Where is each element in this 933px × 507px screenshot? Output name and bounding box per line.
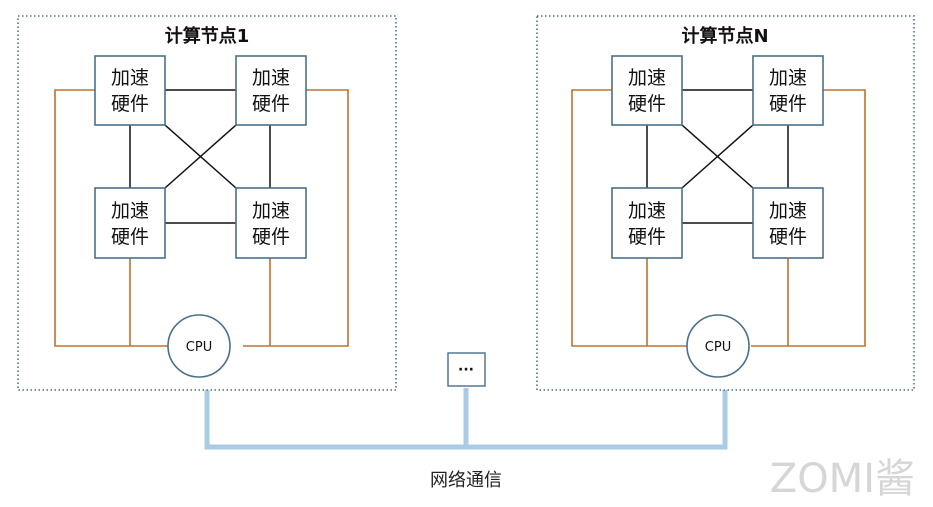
node-1-cpu-links [54, 89, 349, 347]
more-nodes-ellipsis: ··· [447, 352, 486, 387]
ellipsis-label: ··· [458, 362, 474, 378]
network-label: 网络通信 [430, 470, 502, 491]
node-1-accelerator-4: 加速 硬件 [235, 187, 307, 259]
node-n-cpu-links [571, 89, 866, 347]
accelerator-label: 硬件 [111, 93, 149, 115]
node-1-title: 计算节点1 [165, 25, 250, 47]
accelerator-label: 加速 [252, 200, 290, 222]
node-1-accelerator-1: 加速 硬件 [94, 55, 166, 126]
node-n-accelerator-2: 加速 硬件 [752, 55, 824, 126]
node-1-cpu: CPU [167, 314, 231, 378]
accelerator-label: 加速 [628, 200, 666, 222]
node-1-border [17, 15, 397, 391]
compute-node-n: 计算节点N 加速 硬件 加速 硬件 加速 硬件 [536, 15, 915, 391]
node-1-accelerator-2: 加速 硬件 [235, 55, 307, 126]
compute-node-1: 计算节点1 加速 硬件 加速 硬件 [17, 15, 397, 391]
node-n-accelerator-1: 加速 硬件 [611, 55, 683, 126]
node-n-border [536, 15, 915, 391]
network-connection-line [204, 388, 728, 450]
cpu-label: CPU [186, 340, 212, 355]
accelerator-label: 硬件 [769, 93, 807, 115]
node-1-accelerator-links [129, 89, 271, 224]
accelerator-label: 加速 [111, 67, 149, 89]
node-n-title: 计算节点N [681, 25, 768, 47]
accelerator-label: 加速 [628, 67, 666, 89]
accelerator-label: 加速 [252, 67, 290, 89]
cpu-label: CPU [705, 340, 731, 355]
accelerator-label: 硬件 [111, 226, 149, 248]
accelerator-label: 硬件 [628, 93, 666, 115]
accelerator-label: 硬件 [252, 226, 290, 248]
accelerator-label: 加速 [769, 67, 807, 89]
accelerator-label: 加速 [111, 200, 149, 222]
watermark: ZOMI酱 [770, 456, 915, 502]
accelerator-label: 硬件 [252, 93, 290, 115]
accelerator-label: 硬件 [628, 226, 666, 248]
accelerator-label: 硬件 [769, 226, 807, 248]
node-n-accelerator-links [646, 89, 789, 224]
accelerator-label: 加速 [769, 200, 807, 222]
node-n-cpu: CPU [686, 314, 750, 378]
node-1-accelerator-3: 加速 硬件 [94, 187, 166, 259]
node-n-accelerator-3: 加速 硬件 [611, 187, 683, 259]
node-n-accelerator-4: 加速 硬件 [752, 187, 824, 259]
